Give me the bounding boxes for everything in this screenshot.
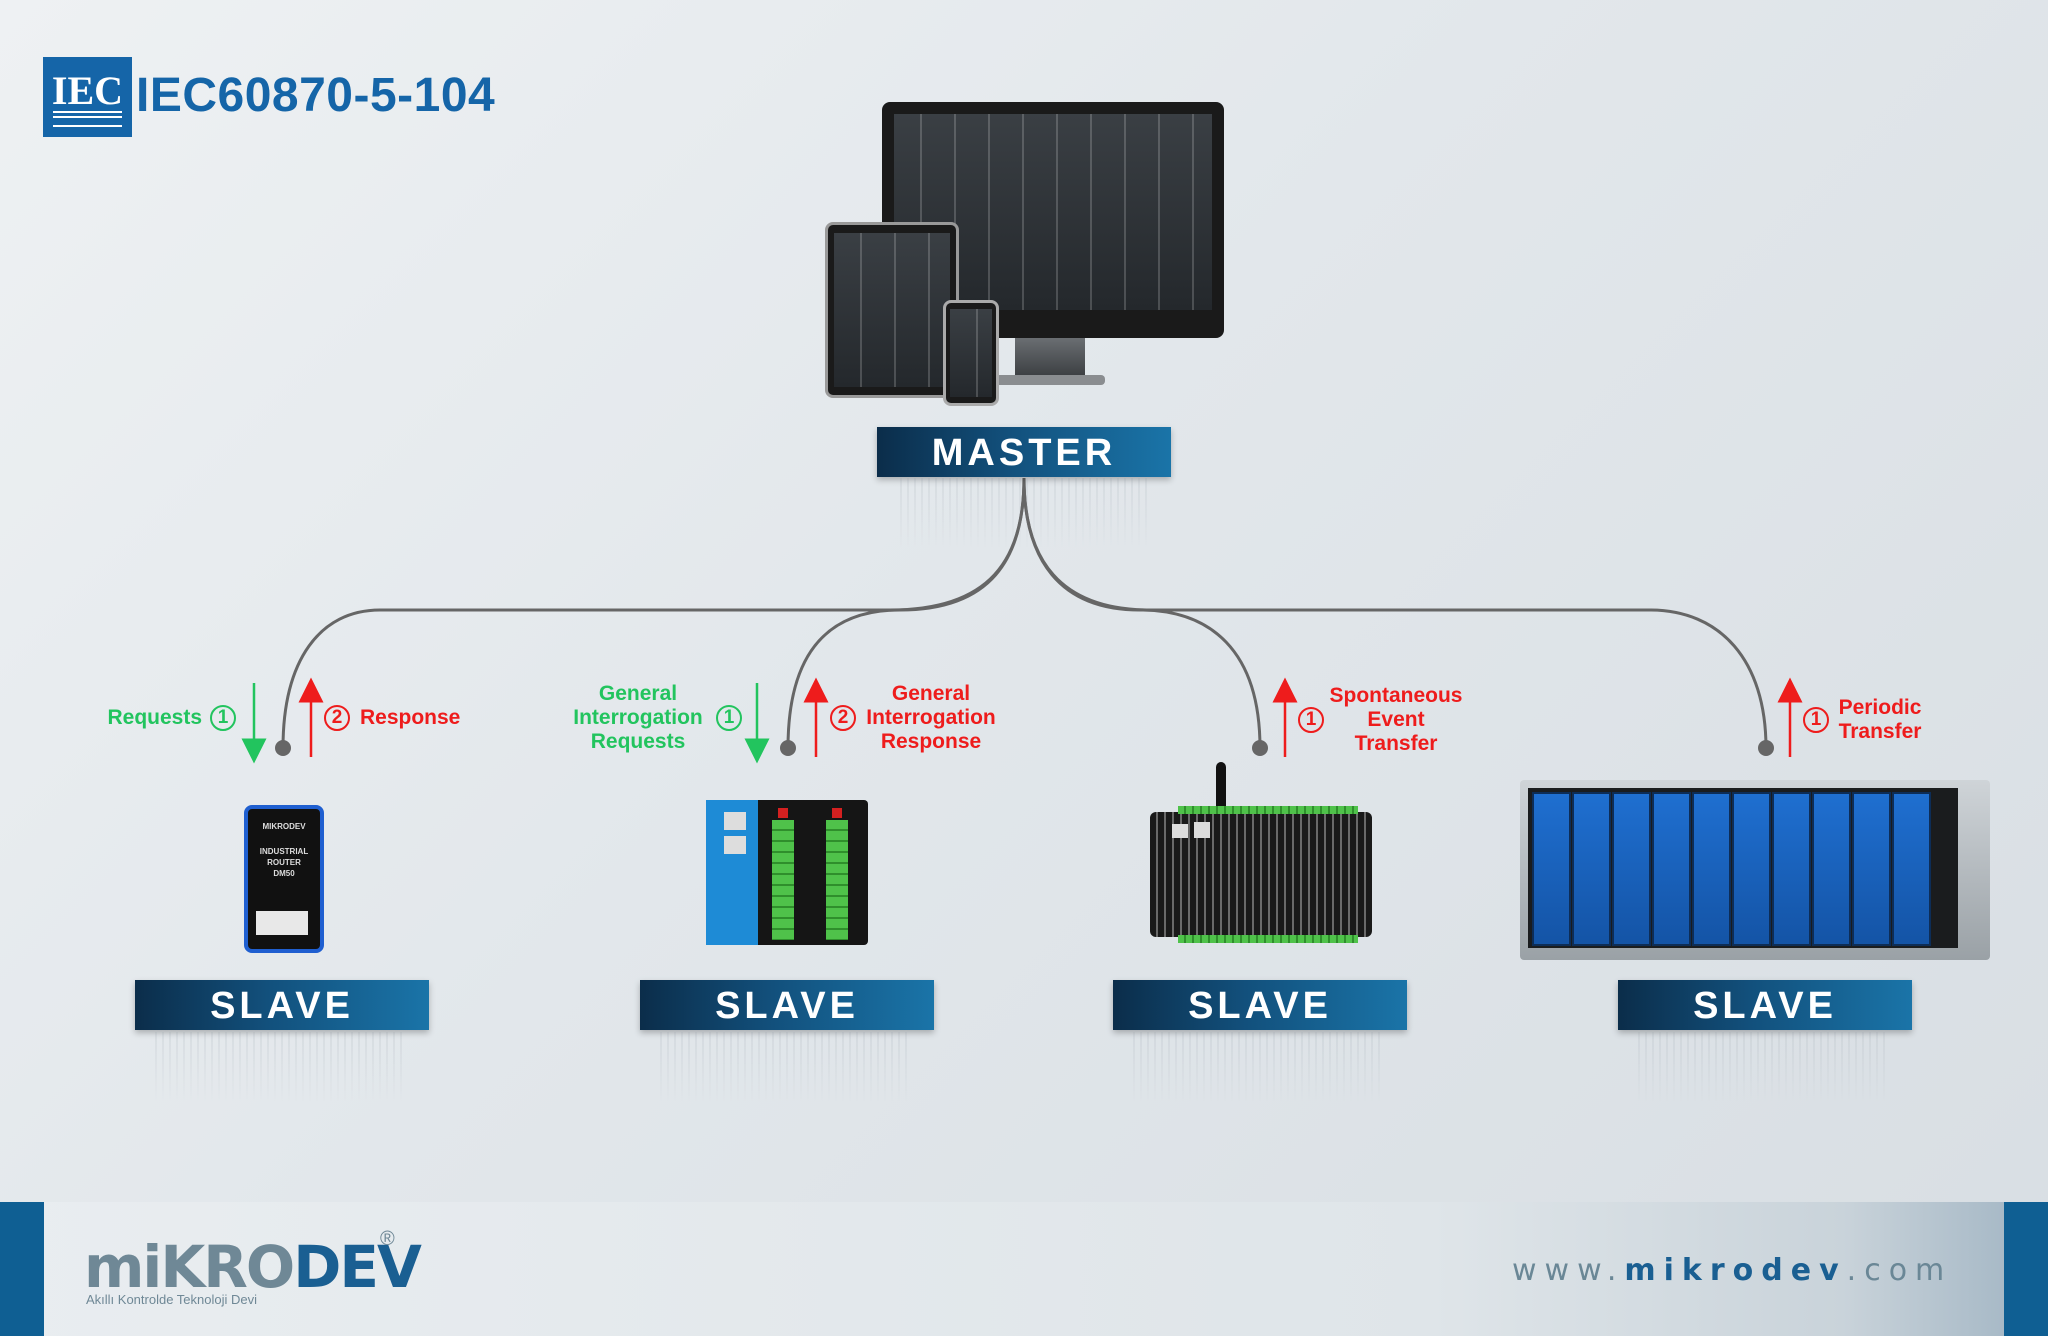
iec-logo-text: IEC: [51, 68, 124, 113]
router-text-line: DM50: [273, 869, 295, 878]
router-text-line: INDUSTRIAL: [259, 847, 309, 856]
slave-label-reflection: [1638, 1032, 1888, 1102]
brand-logo-accent: DEV: [293, 1233, 422, 1301]
rtu-terminal-block: [826, 820, 848, 940]
rtu-ethernet-port: [1172, 824, 1188, 838]
monitor-stand: [1015, 338, 1085, 378]
annotation-general-interrogation-response: General Interrogation Response: [858, 682, 1004, 754]
brand-registered-mark: ®: [380, 1228, 395, 1250]
step-number-icon: 1: [210, 705, 236, 731]
slave-2-rtu: [706, 800, 868, 945]
annotation-line: Requests: [590, 730, 686, 753]
annotation-line: Response: [880, 730, 982, 753]
router-brand-text: MIKRODEV: [262, 822, 306, 831]
rtu-ethernet-port: [1194, 822, 1210, 838]
footer-right-bar: [2004, 1202, 2048, 1336]
connector-node-slave-2: [780, 740, 796, 756]
rack-module: [1612, 792, 1651, 946]
monitor-base: [995, 375, 1105, 385]
brand-tagline: Akıllı Kontrolde Teknoloji Devi: [86, 1292, 258, 1307]
annotation-line: Spontaneous: [1329, 684, 1463, 707]
slave-label-1: SLAVE: [135, 980, 429, 1030]
rack-module: [1732, 792, 1771, 946]
connector-node-slave-1: [275, 740, 291, 756]
annotation-general-interrogation-requests: General Interrogation Requests: [560, 682, 716, 754]
slave-label-reflection: [660, 1032, 910, 1102]
annotation-line: General: [598, 682, 678, 705]
tablet-screen: [834, 233, 950, 387]
rack-module: [1692, 792, 1731, 946]
website-suffix: .com: [1846, 1253, 1953, 1288]
rack-module: [1812, 792, 1851, 946]
slave-3-rtu: [1150, 762, 1372, 947]
rack-module: [1652, 792, 1691, 946]
master-label: MASTER: [877, 427, 1171, 477]
rack-module: [1772, 792, 1811, 946]
rtu-ethernet-port: [724, 836, 746, 854]
rtu-red-connector: [832, 808, 842, 818]
rack-interior: [1528, 788, 1958, 948]
annotation-line: Event: [1367, 708, 1425, 731]
master-label-reflection: [900, 478, 1150, 548]
router-sticker: [256, 911, 308, 935]
slave-label-reflection: [155, 1032, 405, 1102]
slave-label-2: SLAVE: [640, 980, 934, 1030]
annotation-line: Transfer: [1838, 720, 1922, 743]
slave-1-router: MIKRODEV INDUSTRIAL ROUTER DM50: [244, 805, 324, 953]
rack-module: [1852, 792, 1891, 946]
slave-label-4: SLAVE: [1618, 980, 1912, 1030]
brand-logo-main: miKRO: [84, 1233, 295, 1301]
slave-label-3: SLAVE: [1113, 980, 1407, 1030]
step-number-icon: 2: [324, 705, 350, 731]
annotation-line: Periodic: [1838, 696, 1922, 719]
slave-4-rack: [1520, 780, 1990, 960]
website-link[interactable]: www.mikrodev.com: [1512, 1253, 1952, 1288]
rtu-red-connector: [778, 808, 788, 818]
step-number-icon: 1: [1298, 707, 1324, 733]
iec-logo: IEC: [43, 57, 132, 137]
rack-module: [1532, 792, 1571, 946]
step-number-icon: 1: [716, 705, 742, 731]
footer-left-bar: [0, 1202, 44, 1336]
router-text-line: ROUTER: [267, 858, 301, 867]
iec-logo-mark-icon: [53, 111, 122, 127]
page-title: IEC60870-5-104: [136, 69, 496, 122]
annotation-periodic-transfer: Periodic Transfer: [1830, 696, 1930, 744]
rtu-green-terminals-top: [1178, 806, 1358, 814]
master-device: [825, 100, 1225, 410]
annotation-line: Interrogation: [573, 706, 703, 729]
annotation-line: Transfer: [1354, 732, 1438, 755]
annotation-requests: Requests: [107, 706, 202, 729]
rtu-ethernet-port: [724, 812, 746, 830]
connector-slave-2: [786, 477, 1026, 749]
rack-module: [1572, 792, 1611, 946]
phone-screen: [950, 309, 992, 397]
website-domain: mikrodev: [1624, 1253, 1847, 1288]
step-number-icon: 1: [1803, 707, 1829, 733]
rack-module: [1892, 792, 1931, 946]
connector-node-slave-4: [1758, 740, 1774, 756]
annotation-line: General: [891, 682, 971, 705]
rtu-terminal-block: [772, 820, 794, 940]
footer: [0, 1202, 2048, 1336]
rtu-green-terminals-bottom: [1178, 935, 1358, 943]
annotation-line: Interrogation: [866, 706, 996, 729]
annotation-response: Response: [360, 706, 461, 729]
connector-slave-4: [1022, 477, 1768, 749]
slave-label-reflection: [1133, 1032, 1383, 1102]
connector-node-slave-3: [1252, 740, 1268, 756]
phone: [943, 300, 999, 406]
tablet: [825, 222, 959, 398]
website-prefix: www.: [1512, 1253, 1625, 1288]
step-number-icon: 2: [830, 705, 856, 731]
annotation-spontaneous-event-transfer: Spontaneous Event Transfer: [1326, 684, 1466, 756]
brand-logo: miKRODEV: [84, 1233, 422, 1301]
antenna-icon: [1216, 762, 1226, 822]
